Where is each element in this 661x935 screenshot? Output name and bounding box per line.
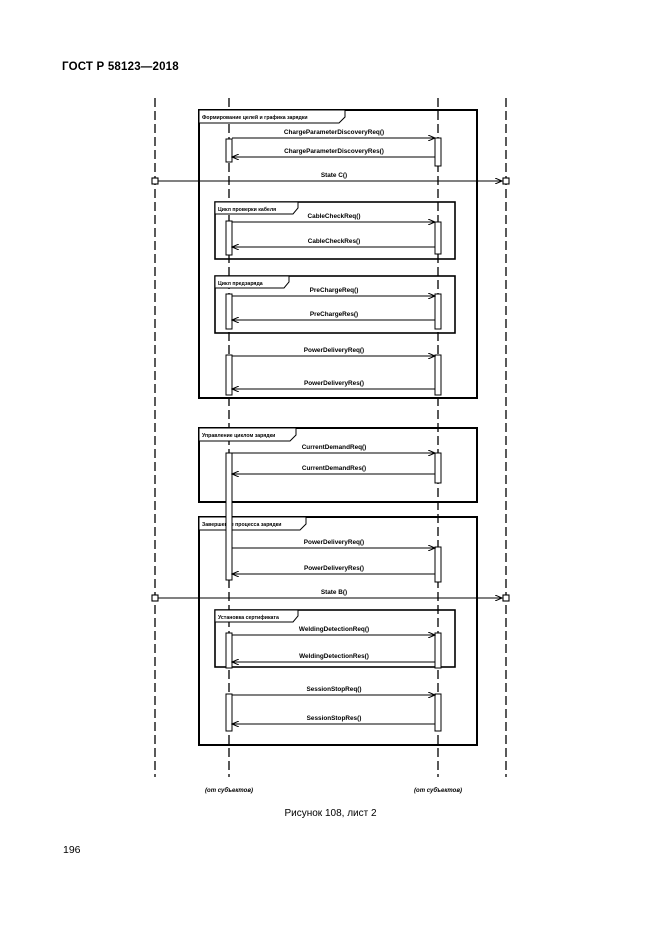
frame-title-charging-loop: Управление циклом зарядки [202,433,275,439]
frame-title-cable-check: Цикл проверки кабеля [218,206,276,213]
frame-title-charge-parameter: Формирование целей и графика зарядки [202,114,308,121]
activation-bar [225,138,233,163]
lifeline-label-left: (от субъектов) [205,787,253,794]
frame-tab-cable-check [214,201,299,215]
msg-cable-check-res: CableCheckRes() [308,238,361,245]
frame-cable-check [214,201,456,260]
frame-charging-loop [198,427,478,503]
msg-power-delivery-res-1: PowerDeliveryRes() [304,380,364,387]
frame-title-precharge: Цикл предзаряда [218,281,263,287]
activation-bar [434,293,442,330]
activation-bar [434,632,442,669]
msg-state-b: State B() [321,589,347,596]
lifeline-label-right: (от субъектов) [414,787,462,794]
frame-charge-end [198,516,478,746]
msg-power-delivery-res-2: PowerDeliveryRes() [304,565,364,572]
activation-bar [434,693,442,732]
msg-welding-res: WeldingDetectionRes() [299,653,369,660]
activation-bar [225,632,233,669]
activation-bar [434,137,442,167]
state-marker [151,177,159,185]
msg-precharge-req: PreChargeReq() [310,287,359,294]
document-header: ГОСТ Р 58123—2018 [62,61,179,73]
msg-charge-param-res: ChargeParameterDiscoveryRes() [284,148,384,155]
frame-tab-welding [214,609,299,623]
msg-cable-check-req: CableCheckReq() [308,213,361,220]
msg-session-stop-req: SessionStopReq() [306,686,361,693]
state-marker [502,594,510,602]
frame-tab-charge-parameter [198,109,346,124]
activation-bar [434,354,442,396]
activation-bar [434,221,442,255]
activation-bar [225,354,233,396]
activation-bar [225,220,233,256]
frame-tab-charging-loop [198,427,297,442]
msg-state-c: State C() [321,172,347,179]
activation-bar [434,546,442,583]
frame-welding [214,609,456,668]
page-number: 196 [63,844,81,856]
frame-title-charge-end: Завершение процесса зарядки [202,522,281,528]
activation-bar [225,452,233,581]
msg-current-demand-res: CurrentDemandRes() [302,465,366,472]
msg-power-delivery-req-2: PowerDeliveryReq() [304,539,364,546]
msg-precharge-res: PreChargeRes() [310,311,358,318]
frame-title-welding: Установка сертификата [218,614,279,621]
state-marker [502,177,510,185]
msg-power-delivery-req-1: PowerDeliveryReq() [304,347,364,354]
activation-bar [225,693,233,732]
msg-welding-req: WeldingDetectionReq() [299,626,369,633]
figure-caption: Рисунок 108, лист 2 [284,808,377,819]
msg-session-stop-res: SessionStopRes() [307,715,362,722]
frame-tab-precharge [214,275,290,289]
activation-bar [434,452,442,484]
activation-bar [225,293,233,330]
state-marker [151,594,159,602]
msg-charge-param-req: ChargeParameterDiscoveryReq() [284,129,384,136]
msg-current-demand-req: CurrentDemandReq() [302,444,367,451]
frame-precharge [214,275,456,334]
